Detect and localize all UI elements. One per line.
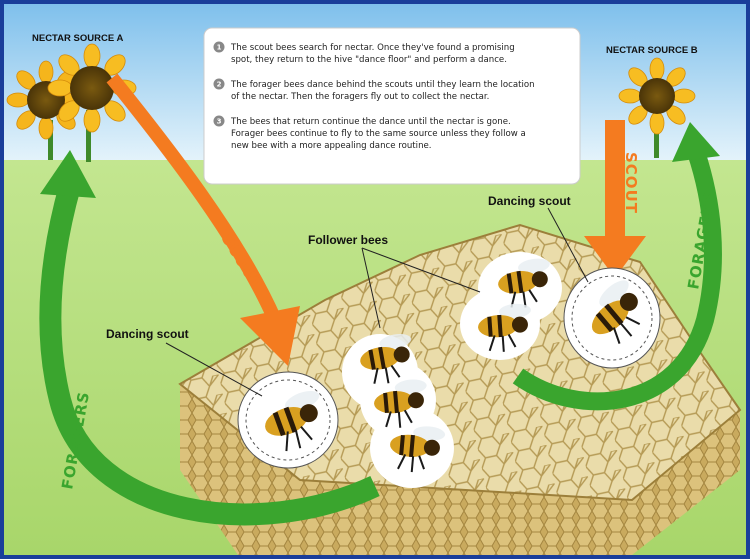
step-text-line: new bee with a more appealing dance rout… <box>231 141 432 151</box>
pointer-lines <box>165 207 589 397</box>
scout-arrow-right <box>584 120 646 278</box>
bee-icon <box>498 258 550 308</box>
bee-icon <box>374 379 427 428</box>
bee-icon <box>360 334 412 384</box>
follower-bees-label: Follower bees <box>308 233 388 247</box>
bee-icon <box>478 303 531 352</box>
step-text-line: The bees that return continue the dance … <box>230 117 511 127</box>
step-text-line: The scout bees search for nectar. Once t… <box>230 43 515 53</box>
bee-icon <box>390 426 446 473</box>
nectar-source-b-label: NECTAR SOURCE B <box>606 45 698 56</box>
step-number: 2 <box>217 81 222 89</box>
bee-icon <box>591 280 641 344</box>
step-number: 3 <box>217 118 222 126</box>
step-text-line: Forager bees continue to fly to the same… <box>231 129 526 139</box>
step-number-badge <box>213 115 225 127</box>
scout-label-right: SCOUT <box>622 152 640 214</box>
sunflower-b-icon <box>618 57 696 158</box>
forager-arrow-right <box>512 122 722 411</box>
step-text-line: spot, they return to the hive "dance flo… <box>231 55 507 65</box>
instruction-step: 2 The forager bees dance behind the scout… <box>213 78 535 102</box>
dancing-scout-label-left: Dancing scout <box>106 327 189 341</box>
step-number-badge <box>213 78 225 90</box>
step-text-line: The forager bees dance behind the scouts… <box>230 80 535 90</box>
instruction-step: 3 The bees that return continue the dance… <box>213 115 526 151</box>
step-number: 1 <box>217 44 222 52</box>
step-number-badge <box>213 41 225 53</box>
nectar-source-a-label: NECTAR SOURCE A <box>32 33 123 44</box>
scout-arrow-left <box>106 73 300 366</box>
dancing-scout-label-right: Dancing scout <box>488 194 571 208</box>
forager-arrow-left <box>39 150 380 526</box>
instruction-step: 1 The scout bees search for nectar. Once … <box>213 41 515 65</box>
bee-icon <box>265 390 320 452</box>
instructions-box: 1 The scout bees search for nectar. Once … <box>203 27 581 185</box>
step-text-line: of the nectar. Then the foragers fly out… <box>231 92 489 102</box>
